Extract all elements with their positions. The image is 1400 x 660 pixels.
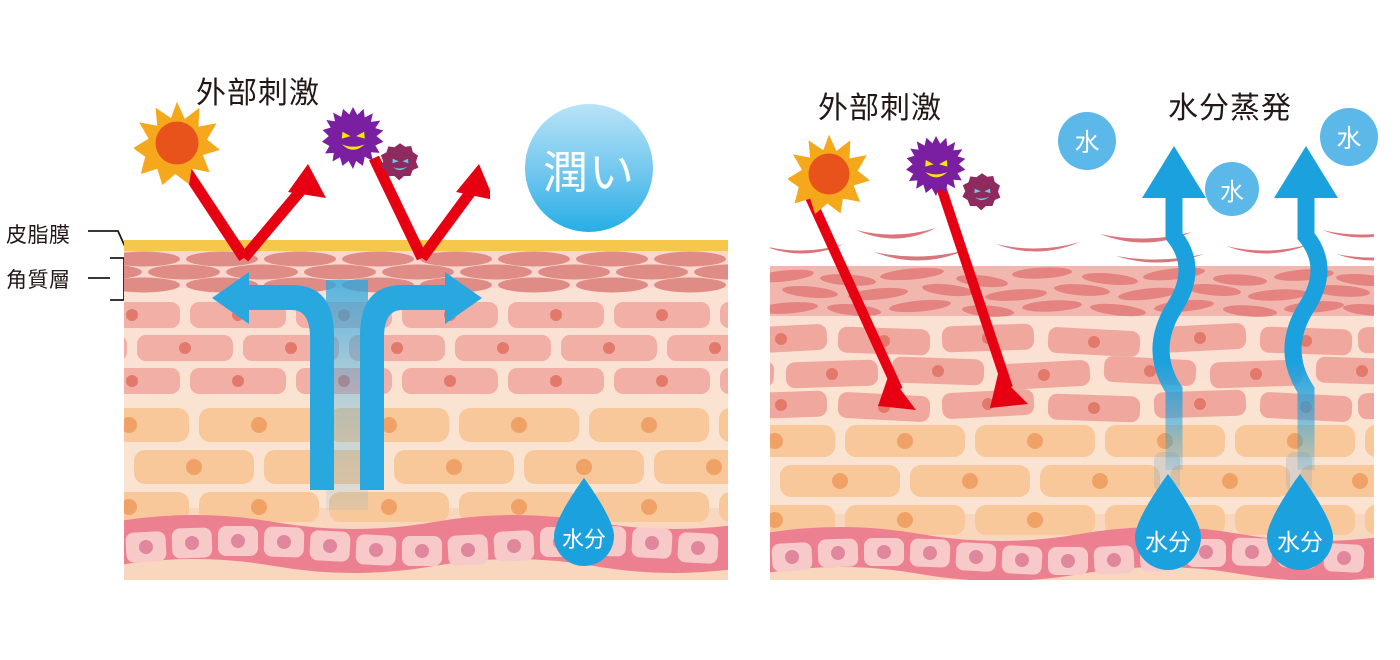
moisture-badge-label: 潤い: [542, 145, 635, 199]
water-badge-3-label: 水: [1336, 124, 1362, 153]
right-external-stimuli-label: 外部刺激: [818, 91, 942, 126]
water-badge-2-label: 水: [1220, 177, 1244, 206]
sun-icon: [134, 101, 220, 186]
moisture-droplet-damaged-2-label: 水分: [1277, 530, 1323, 556]
virus-large-icon-damaged: [906, 136, 966, 196]
evaporation-label: 水分蒸発: [1168, 91, 1292, 126]
side-label-stratum-corneum: 角質層: [6, 268, 71, 292]
healthy-skin-cross-section: [124, 240, 728, 580]
side-label-sebum-film: 皮脂膜: [6, 223, 71, 247]
moisture-droplet-healthy: 水分: [548, 478, 620, 570]
moisture-droplet-damaged-1: 水分: [1128, 474, 1208, 574]
moisture-droplet-damaged-1-label: 水分: [1145, 530, 1191, 556]
virus-small-icon-damaged: [962, 173, 1001, 211]
water-badge-1: 水: [1058, 112, 1116, 170]
penetrating-stimuli-arrows: [799, 181, 1028, 410]
evaporation-arrows: [1142, 146, 1338, 470]
virus-large-icon: [322, 107, 384, 169]
moisture-droplet-label: 水分: [561, 528, 606, 553]
water-badge-2: 水: [1205, 162, 1259, 216]
sun-icon-damaged: [788, 134, 870, 215]
water-badge-3: 水: [1320, 108, 1378, 166]
water-badge-1-label: 水: [1074, 128, 1100, 157]
moisture-retained-arrows: [212, 272, 482, 490]
moisture-droplet-damaged-2: 水分: [1260, 474, 1340, 574]
virus-small-icon: [380, 143, 419, 181]
left-external-stimuli-label: 外部刺激: [196, 76, 320, 111]
moisture-badge: 潤い: [525, 104, 653, 232]
